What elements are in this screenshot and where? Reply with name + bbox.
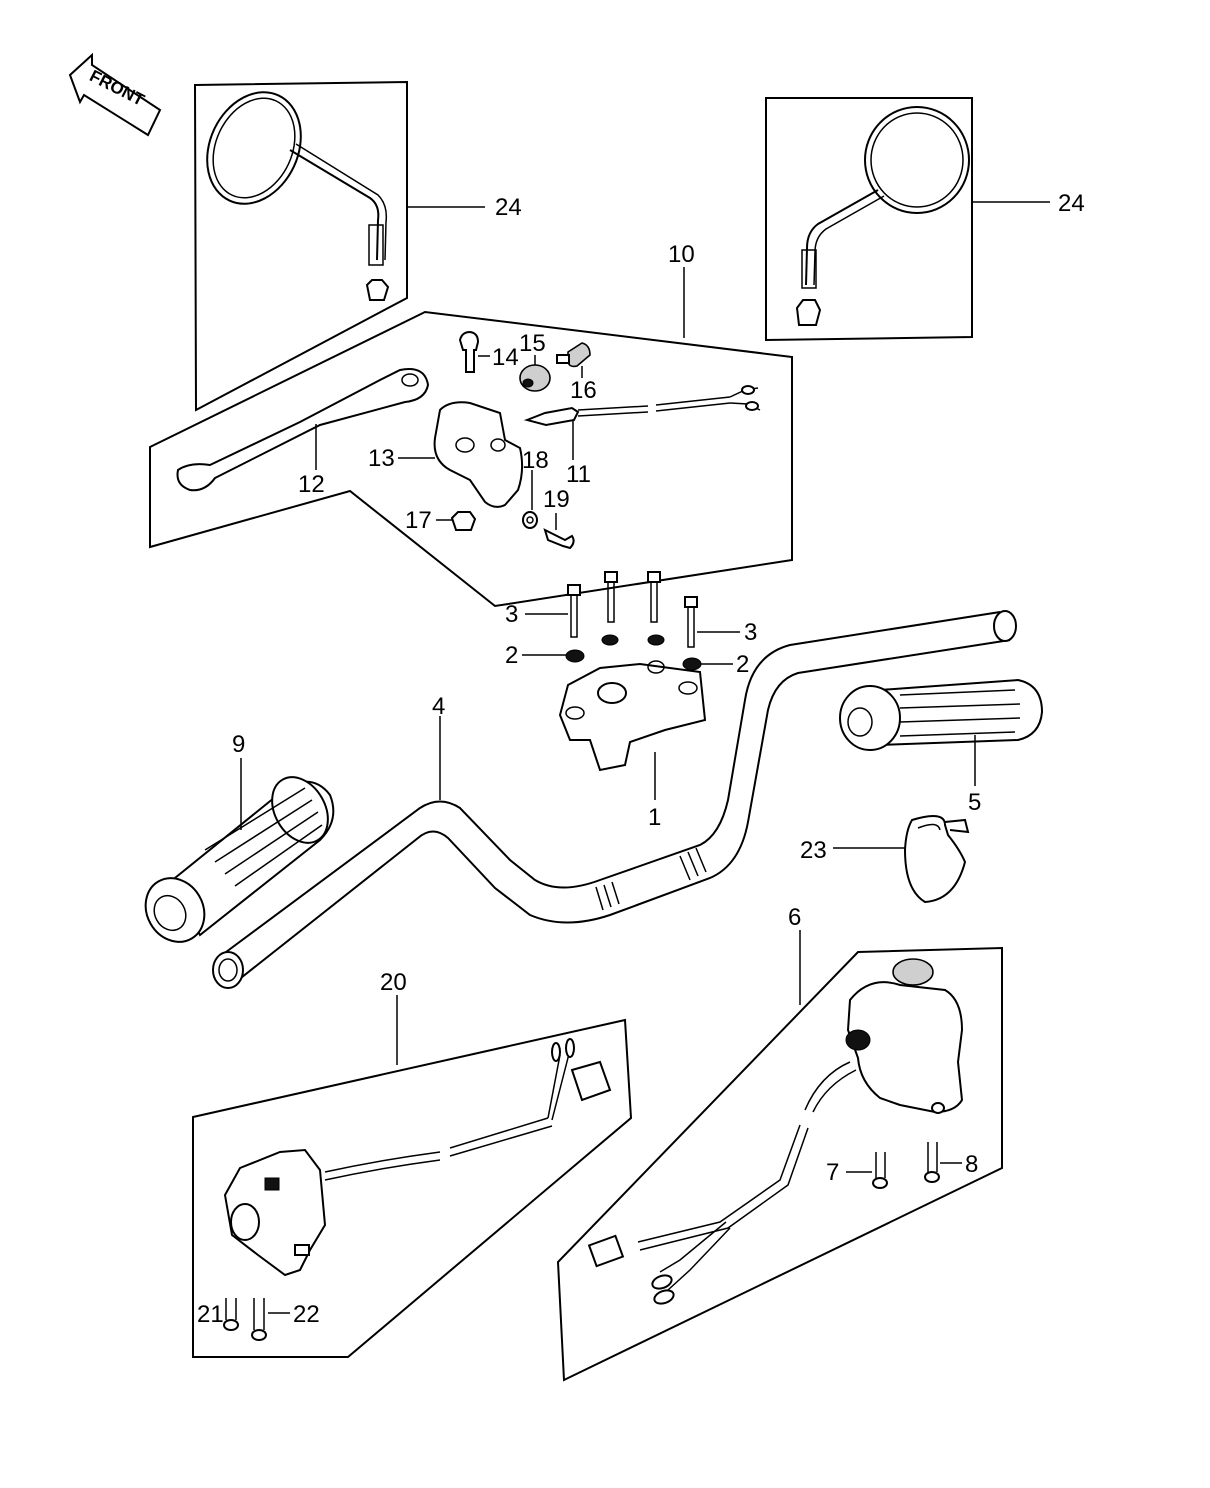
holder-bolt [684,596,698,648]
handlebar-holder-bolts: 3 3 2 2 [505,571,757,678]
switch-screw-short [223,1319,239,1331]
left-mirror-nut [365,279,390,301]
right-switch-housing [846,981,964,1114]
callout-14: 14 [492,344,519,371]
holder-bolt [567,584,581,638]
callout-10: 10 [668,241,695,268]
callout-15: 15 [519,330,546,357]
callout-2-right: 2 [736,651,749,678]
callout-1: 1 [648,804,661,831]
front-arrow: FRONT [68,52,162,137]
callout-22: 22 [293,1301,320,1328]
right-mirror-glass [864,106,970,214]
callout-7: 7 [826,1159,839,1186]
callout-3-right: 3 [744,619,757,646]
switch-screw-long [924,1171,940,1183]
right-grip: 5 [839,678,1044,816]
left-mirror-group: 24 [193,80,522,412]
callout-16: 16 [570,377,597,404]
right-mirror-group: 24 [765,97,1085,342]
lever-bolt [458,330,480,373]
callout-24-right: 24 [1058,190,1085,217]
clutch-lever [176,368,430,492]
callout-11: 11 [566,461,591,488]
left-mirror-glass [206,91,302,205]
lever-nut [450,511,477,531]
holder-washer [647,634,665,646]
callout-6: 6 [788,904,801,931]
cable-adjuster-nut [519,364,551,392]
left-grip: 9 [144,731,335,943]
callout-12: 12 [298,471,325,498]
callout-23: 23 [800,837,827,864]
holder-washer [601,634,619,646]
callout-19: 19 [543,486,570,513]
lever-washer [522,511,538,529]
left-switch-group: 20 21 22 [192,969,633,1358]
callout-17: 17 [405,507,432,534]
switch-screw-long [251,1329,267,1341]
handlebar-end-left [212,951,244,989]
left-mirror-stem [289,149,380,261]
holder-washer [682,657,702,671]
holder-bolt [647,571,661,623]
callout-9: 9 [232,731,245,758]
right-mirror-stem [805,189,879,286]
handlebar-end-right [993,610,1017,642]
handlebar: 4 [212,610,1017,989]
holder-bolt [604,571,618,623]
lever-assembly-group: 10 12 13 14 15 16 [149,241,793,608]
clutch-switch [523,385,761,427]
callout-4: 4 [432,693,445,720]
callout-2-left: 2 [505,642,518,669]
callout-18: 18 [522,447,549,474]
cable-adjuster [567,342,591,368]
handlebar-holder: 1 [558,660,707,831]
callout-20: 20 [380,969,407,996]
right-switch-group: 6 7 8 [556,904,1003,1382]
switch-screw-short [872,1177,888,1189]
callout-21: 21 [197,1301,224,1328]
grip-clamp: 23 [800,815,970,904]
holder-washer [565,649,585,663]
callout-3-left: 3 [505,601,518,628]
left-switch-housing [223,1148,327,1277]
pivot-bolt [543,528,575,550]
callout-8: 8 [965,1151,978,1178]
lever-holder [433,401,524,508]
callout-5: 5 [968,789,981,816]
right-mirror-nut [795,299,822,326]
callout-24-left: 24 [495,194,522,221]
callout-13: 13 [368,445,395,472]
